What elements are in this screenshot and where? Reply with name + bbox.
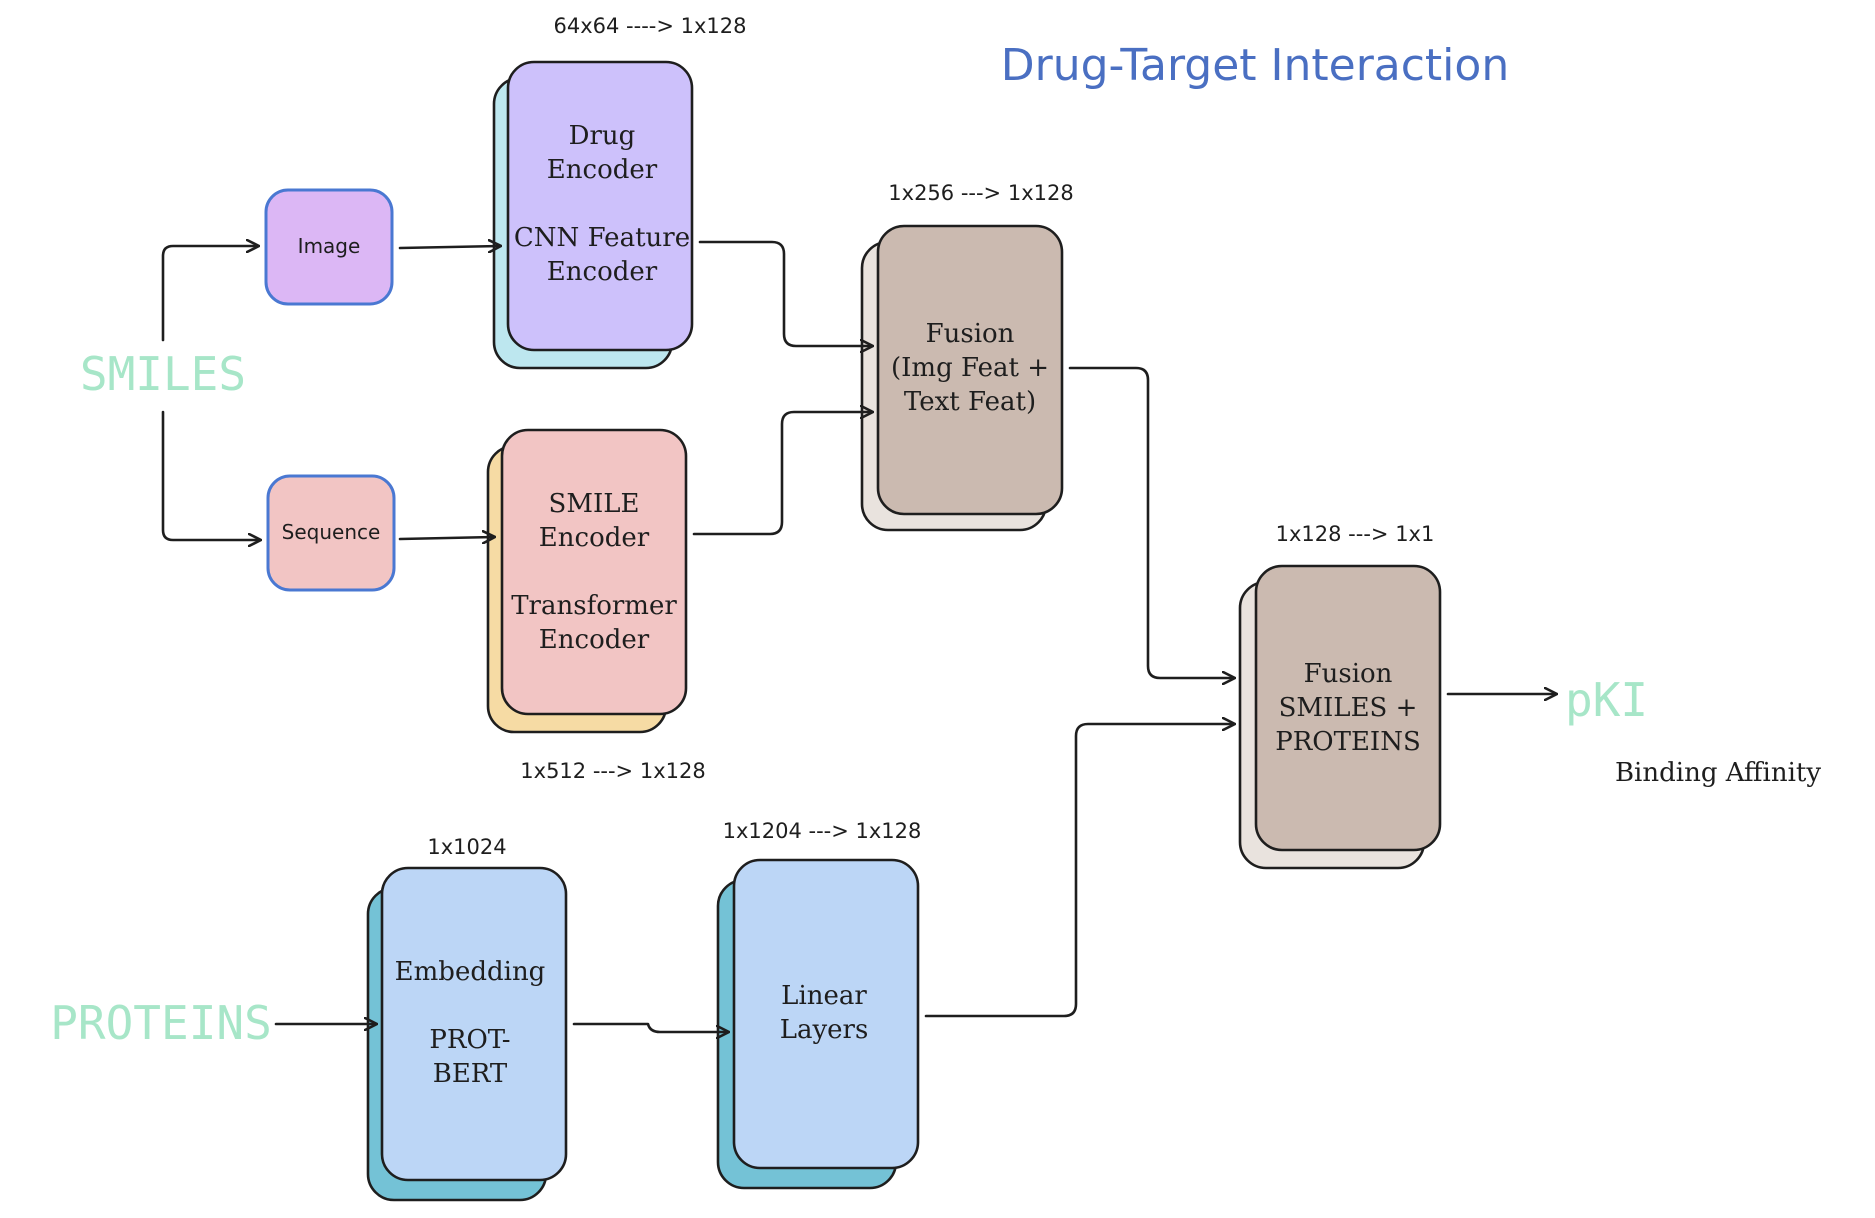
drug-encoder-front-card xyxy=(506,60,694,352)
embedding-front-card xyxy=(380,866,568,1182)
image-box xyxy=(264,188,394,306)
image-node: Image xyxy=(264,188,394,306)
block-text-line: Layers xyxy=(780,1015,869,1045)
fusion-1-to-fusion-2-arrow xyxy=(1068,366,1234,678)
sequence-to-smile-encoder-arrow xyxy=(398,537,494,539)
drug-encoder-to-fusion-1-arrow xyxy=(698,240,872,346)
smile-encoder-to-fusion-1-arrow xyxy=(692,412,872,536)
block-text-line: Encoder xyxy=(539,523,650,553)
block-text-line: Fusion xyxy=(1304,659,1393,689)
embedding-to-linear-arrow xyxy=(572,1022,728,1032)
block-text-line: Linear xyxy=(781,981,867,1011)
fusion-1-text: Fusion (Img Feat + Text Feat) xyxy=(891,319,1049,417)
block-text-line: Drug xyxy=(569,121,636,151)
block-text-line: PROTEINS xyxy=(1275,727,1421,757)
binding-affinity-caption: Binding Affinity xyxy=(1615,758,1821,788)
block-text-line: Fusion xyxy=(926,319,1015,349)
block-text-line: Embedding xyxy=(395,957,546,987)
smile-encoder-dimension-label: 1x512 ---> 1x128 xyxy=(520,759,705,783)
fusion-2-front-card xyxy=(1254,564,1442,852)
sequence-node: Sequence xyxy=(266,474,396,592)
sequence-label: Sequence xyxy=(282,520,381,544)
linear-dimension-label: 1x1204 ---> 1x128 xyxy=(723,819,922,843)
proteins-input-label: PROTEINS xyxy=(50,996,272,1050)
embedding-dimension-label: 1x1024 xyxy=(427,835,506,859)
block-text-line: SMILE xyxy=(549,489,640,519)
diagram-title: Drug-Target Interaction xyxy=(1001,40,1509,91)
smiles-to-sequence-arrow xyxy=(161,410,260,540)
block-text-line: PROT- xyxy=(429,1025,510,1055)
smiles-input-label: SMILES xyxy=(80,347,246,401)
block-text-line: Encoder xyxy=(547,155,658,185)
block-text-line: Encoder xyxy=(547,257,658,287)
image-to-drug-encoder-arrow xyxy=(398,246,500,248)
block-text-line: (Img Feat + xyxy=(891,353,1049,383)
drug-encoder-dimension-label: 64x64 ----> 1x128 xyxy=(554,14,747,38)
block-text-line: BERT xyxy=(433,1059,508,1089)
block-text-line: SMILES + xyxy=(1279,693,1418,723)
linear-to-fusion-2-arrow xyxy=(924,724,1234,1018)
smiles-to-image-arrow xyxy=(161,246,258,342)
block-text-line: Text Feat) xyxy=(904,387,1036,417)
smile-encoder-front-card xyxy=(500,428,688,716)
connectors xyxy=(161,240,1556,1032)
pki-output-label: pKI xyxy=(1565,673,1648,727)
fusion-1-dimension-label: 1x256 ---> 1x128 xyxy=(888,181,1073,205)
linear-front-card xyxy=(732,858,920,1170)
sequence-box xyxy=(266,474,396,592)
block-text-line: CNN Feature xyxy=(514,223,690,253)
image-label: Image xyxy=(298,234,361,258)
fusion-1-front-card xyxy=(876,224,1064,516)
fusion-1-block: Fusion (Img Feat + Text Feat) xyxy=(860,224,1064,532)
block-text-line: Encoder xyxy=(539,625,650,655)
fusion-2-dimension-label: 1x128 ---> 1x1 xyxy=(1276,522,1435,546)
block-text-line: Transformer xyxy=(511,591,677,621)
